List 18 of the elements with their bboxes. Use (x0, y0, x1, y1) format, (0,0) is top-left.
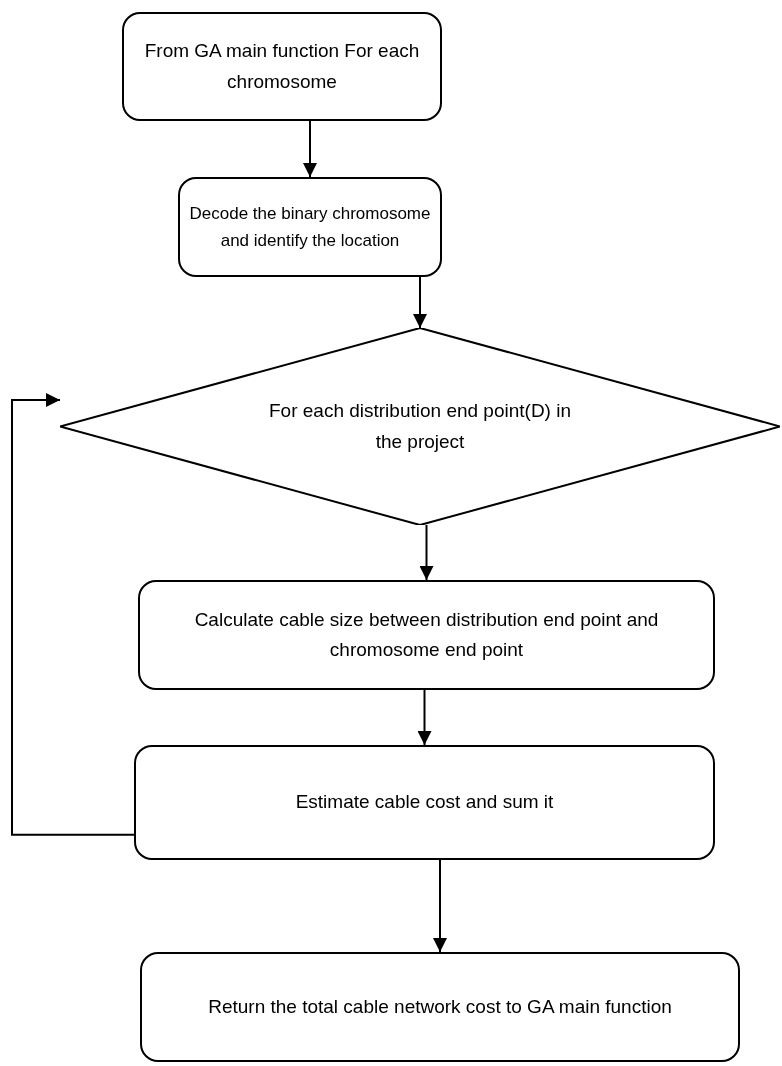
arrow (419, 524, 434, 581)
process-box (122, 12, 442, 121)
process-box (138, 580, 715, 690)
arrow (303, 120, 317, 178)
step-text: For each distribution end point(D) in the project (267, 399, 572, 454)
step-text: Decode the binary chromosome and identify the location (188, 202, 432, 252)
arrow (417, 689, 432, 746)
decision-diamond (60, 328, 780, 525)
arrow (11, 393, 135, 836)
step-text: From GA main function For each chromosome (144, 39, 420, 94)
arrow (413, 276, 427, 329)
process-box (134, 745, 715, 860)
step-text: Return the total cable network cost to GA main function (208, 994, 672, 1019)
process-box (140, 952, 740, 1062)
arrow (433, 859, 447, 953)
step-text: Calculate cable size between distribution end point and chromosome end point (193, 607, 660, 662)
process-box (178, 177, 442, 277)
step-text: Estimate cable cost and sum it (295, 790, 554, 815)
